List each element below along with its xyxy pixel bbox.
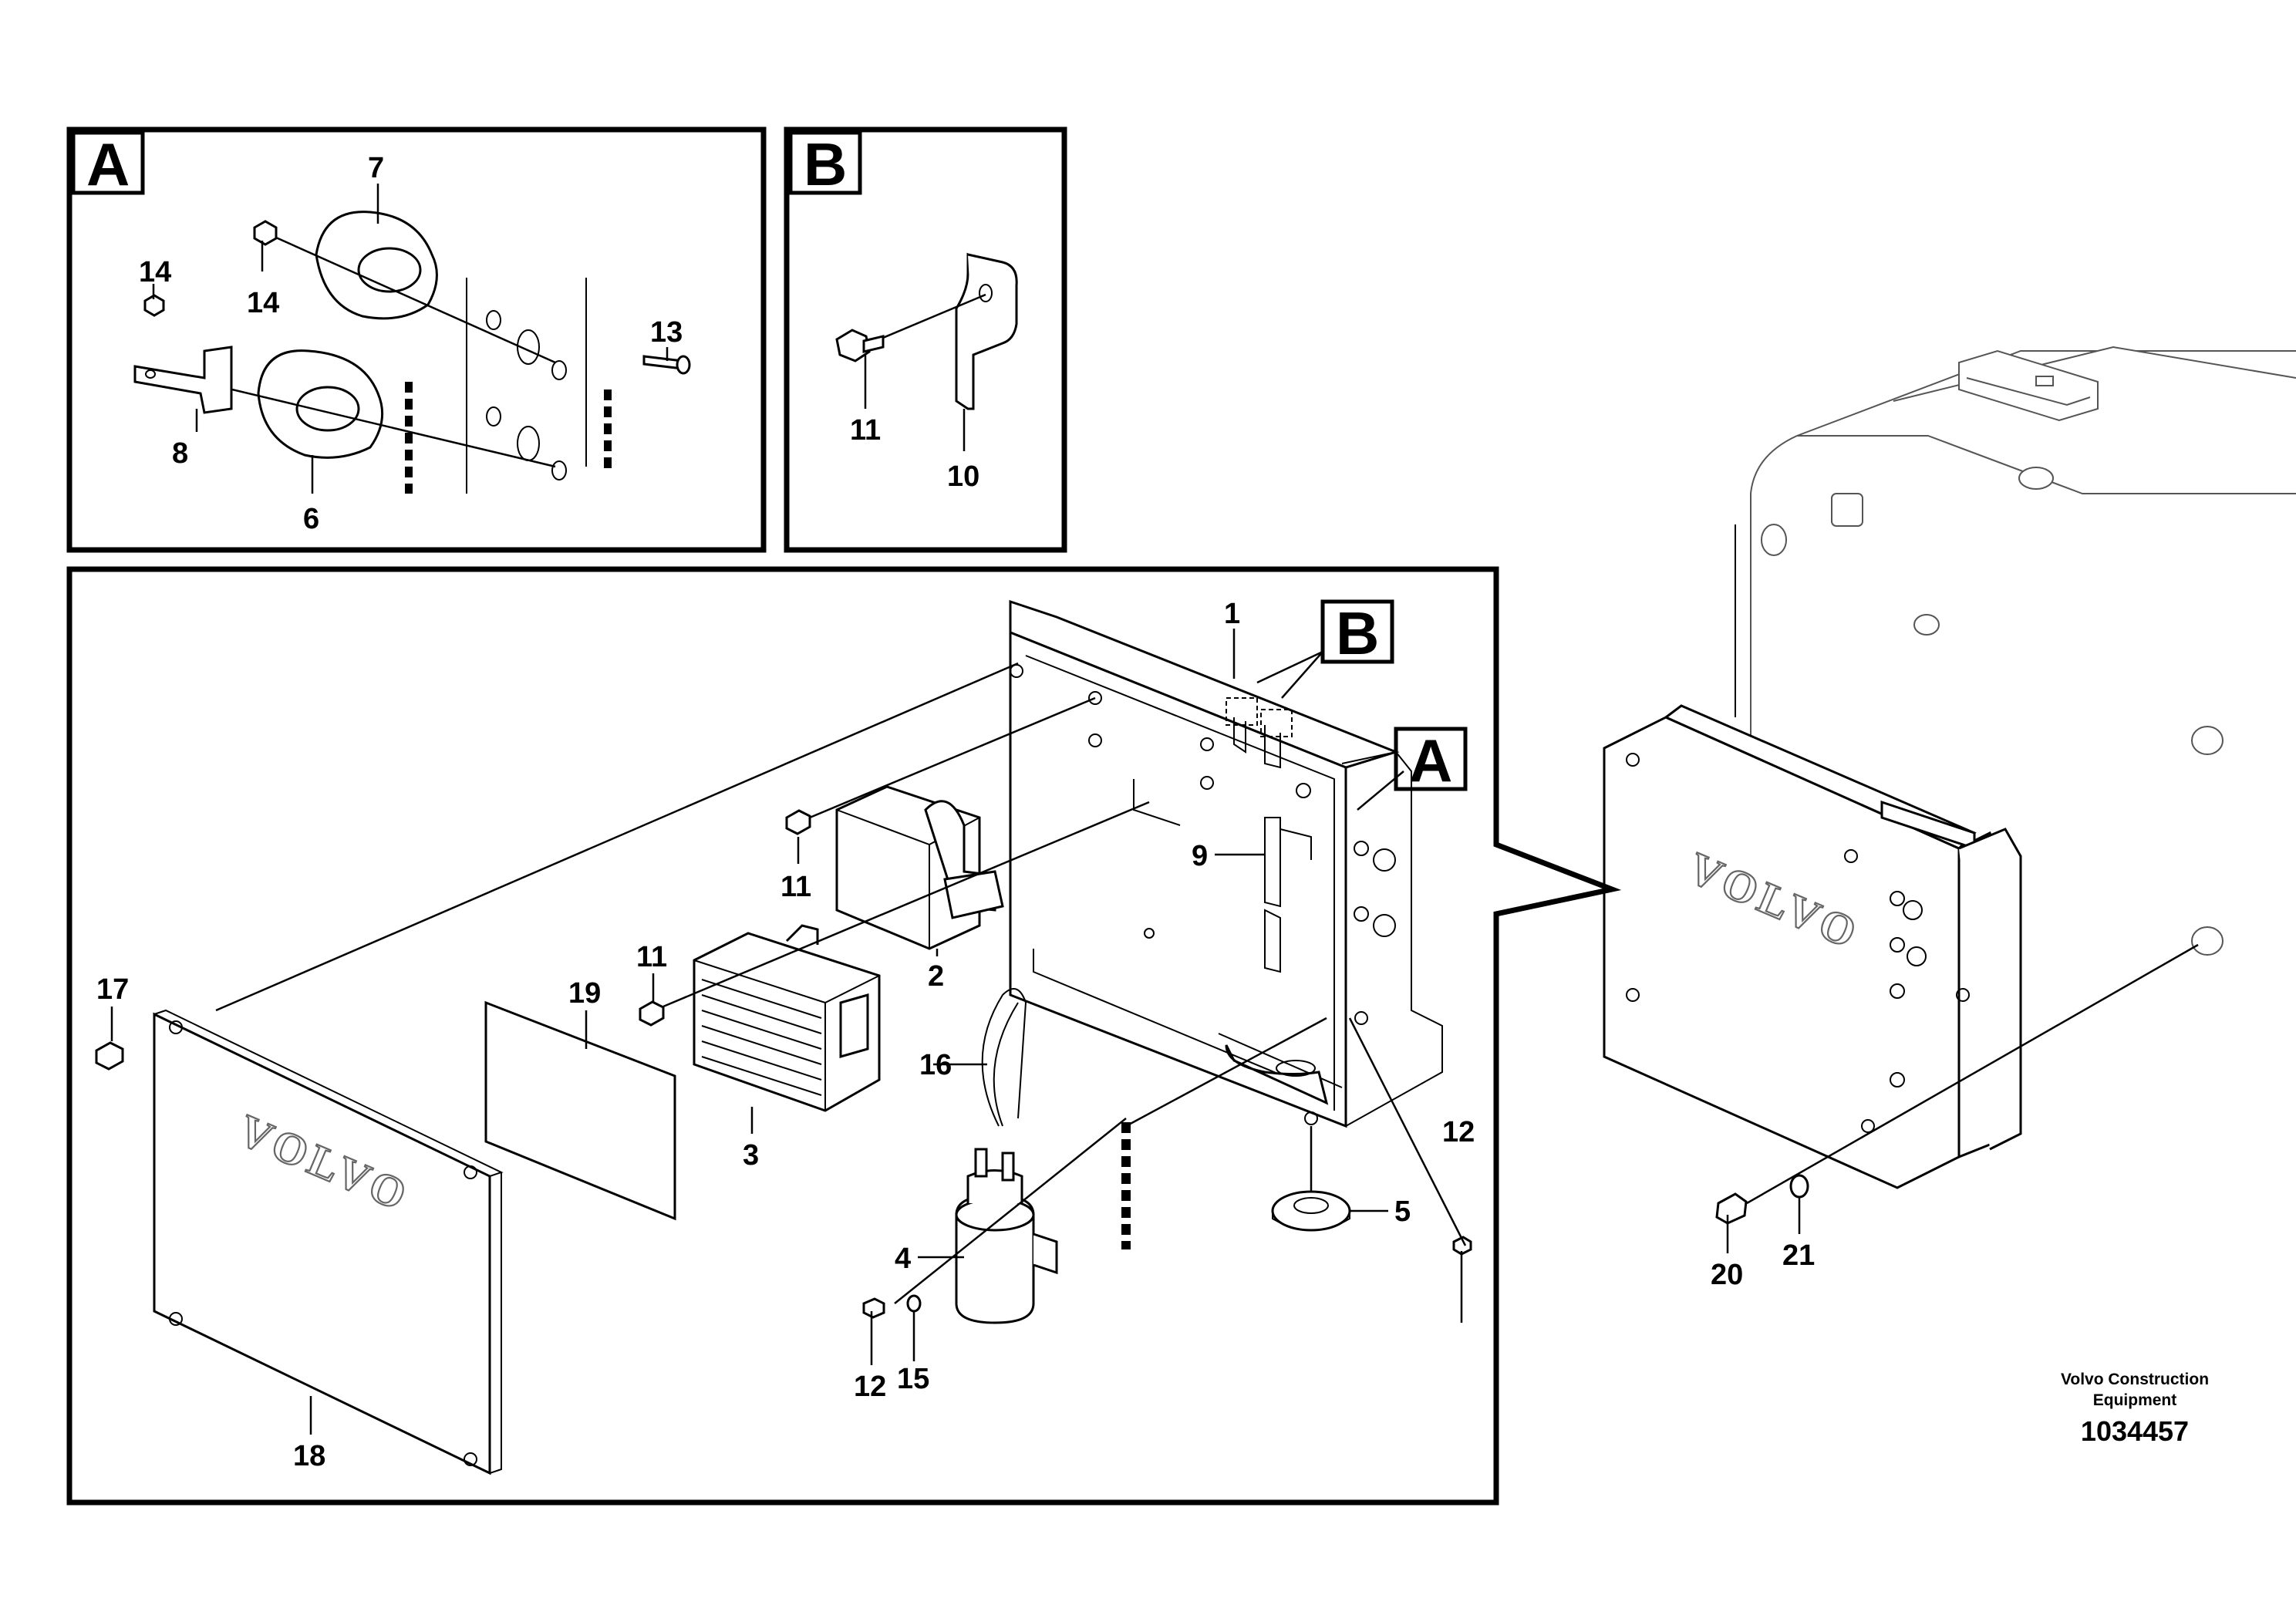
label-5: 5 (1394, 1195, 1411, 1228)
detail-a-tag: A (86, 130, 130, 198)
label-6: 6 (303, 503, 319, 535)
label-1: 1 (1224, 598, 1240, 630)
detail-b-tag: B (804, 130, 847, 198)
grommet (1271, 1190, 1351, 1232)
assembly-lines (215, 662, 1467, 1304)
label-16: 16 (919, 1049, 952, 1081)
detail-b-frame (784, 126, 1067, 553)
detail-a-tag-box (71, 130, 145, 195)
detail-a-frame (66, 126, 767, 553)
label-11-unit: 11 (636, 941, 667, 973)
label-14-left: 14 (139, 256, 171, 288)
relay (835, 785, 1004, 950)
drawing-number: 1034457 (2081, 1415, 2189, 1447)
label-21: 21 (1782, 1239, 1815, 1272)
label-3: 3 (743, 1139, 759, 1172)
label-13: 13 (650, 316, 683, 349)
main-frame (66, 566, 1622, 1506)
label-plate (484, 1000, 676, 1221)
electrical-box (1009, 599, 1443, 1128)
label-11-detail-b: 11 (850, 414, 881, 447)
label-12-box: 12 (1442, 1116, 1475, 1148)
label-12-solenoid: 12 (854, 1371, 886, 1403)
label-2: 2 (928, 960, 944, 993)
label-20: 20 (1711, 1259, 1743, 1291)
label-14-upper: 14 (247, 287, 279, 319)
company-name-line2: Equipment (2093, 1391, 2177, 1409)
label-4: 4 (895, 1243, 911, 1275)
company-name-line1: Volvo Construction (2061, 1371, 2209, 1388)
control-unit (693, 924, 881, 1112)
label-10: 10 (947, 460, 979, 493)
detail-b-tag-box (788, 130, 862, 195)
label-18: 18 (293, 1440, 325, 1472)
label-19: 19 (568, 977, 601, 1010)
detail-a-parts (133, 211, 691, 494)
label-7: 7 (368, 152, 384, 184)
part-labels: 7 14 14 13 8 6 11 10 1 9 11 11 2 17 19 1… (96, 152, 1815, 1472)
cover-plate: VOLVO (153, 1009, 504, 1475)
title-block: Volvo Construction Equipment 1034457 (2061, 1371, 2209, 1447)
label-17: 17 (96, 973, 129, 1006)
main-fasteners (95, 809, 1472, 1319)
label-11-relay: 11 (781, 871, 811, 903)
mounted-box: VOLVO (1603, 704, 2199, 1225)
main-b-callout-box (1320, 599, 1394, 664)
label-9: 9 (1192, 840, 1208, 872)
detail-b-parts (835, 252, 1018, 410)
main-a-callout-box (1394, 727, 1468, 791)
main-a-callout: A (1409, 727, 1452, 794)
leader-lines (110, 184, 1801, 1435)
main-b-callout: B (1336, 599, 1379, 667)
label-8: 8 (172, 437, 188, 470)
solenoid (955, 988, 1058, 1324)
machine-outline (1735, 346, 2296, 956)
label-15: 15 (897, 1363, 929, 1395)
